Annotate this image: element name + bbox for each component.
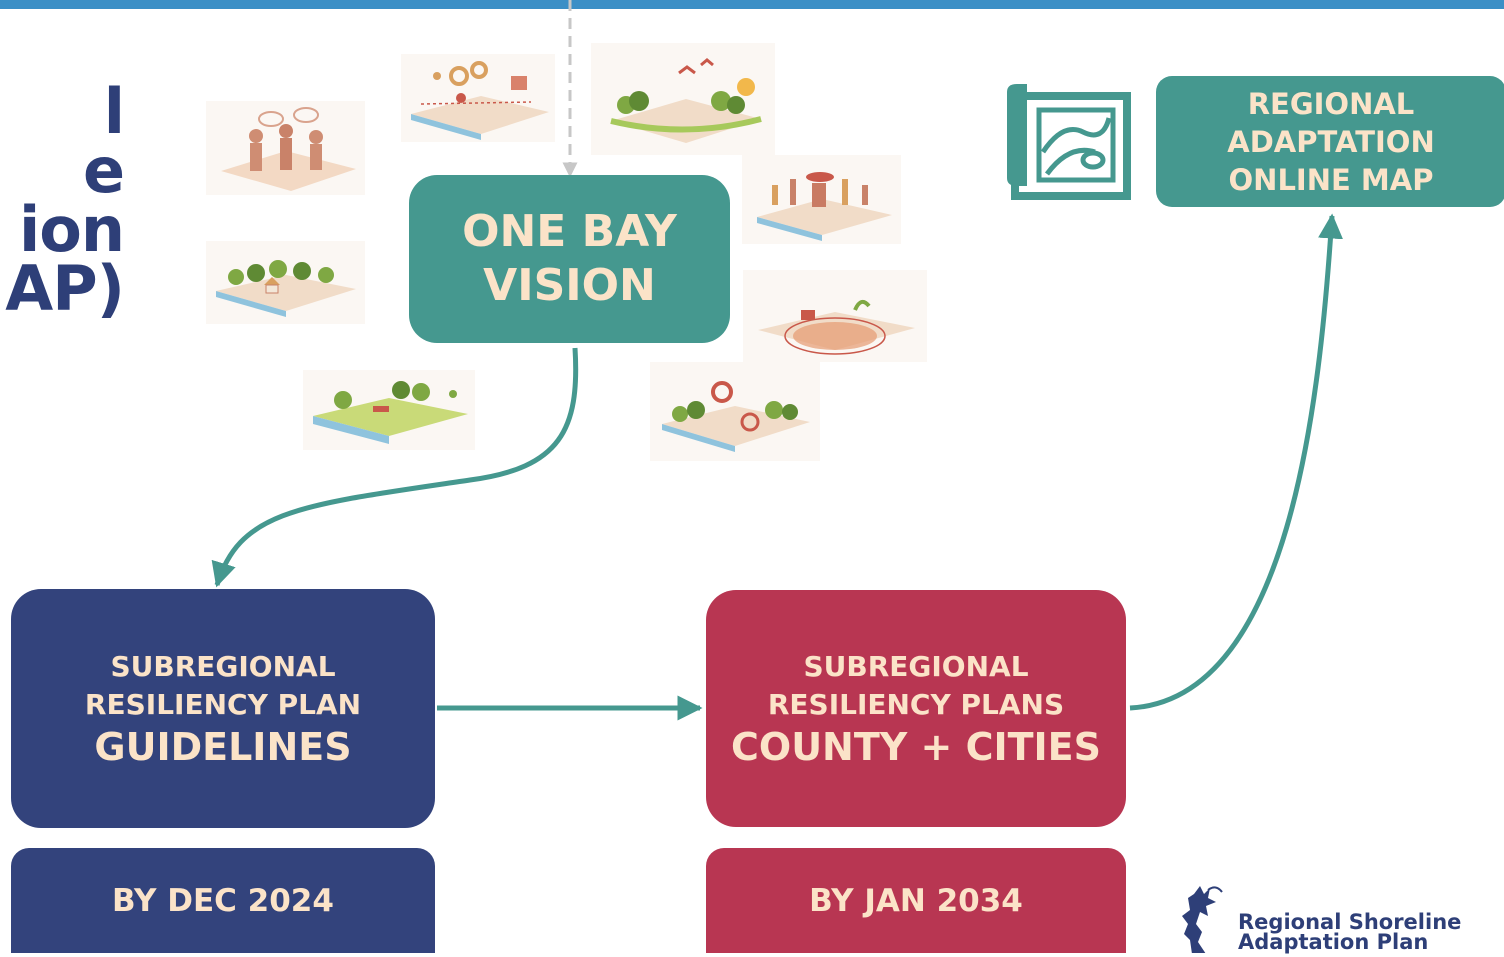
transit-mobility-illustration: [650, 362, 820, 461]
guidelines-line-1: SUBREGIONAL: [110, 649, 336, 683]
collaboration-hands-illustration: [742, 155, 901, 244]
title-line-1: l: [103, 82, 124, 148]
title-line-2: e: [82, 134, 124, 207]
plans-line-2: RESILIENCY PLANS: [767, 687, 1065, 721]
infrastructure-illustration: [401, 54, 555, 142]
one-bay-vision-box: ONE BAY VISION: [409, 175, 730, 343]
plans-line-3: COUNTY + CITIES: [731, 724, 1101, 769]
page-title-cropped: l e ion AP): [0, 82, 124, 318]
vision-line-2: VISION: [483, 260, 656, 311]
vision-line-1: ONE BAY: [462, 206, 677, 257]
guidelines-date-box: BY DEC 2024: [11, 848, 435, 953]
logo-line-2: Adaptation Plan: [1238, 930, 1429, 954]
vision-to-guidelines-arrow: [211, 347, 579, 588]
bay-logo-icon: [1178, 882, 1234, 957]
housing-trees-illustration: [206, 241, 365, 324]
map-scroll-icon: [1003, 82, 1137, 208]
rsap-logo-text: Regional Shoreline Adaptation Plan: [1238, 910, 1462, 954]
online-map-line-2: ADAPTATION: [1227, 124, 1435, 159]
regional-online-map-box: REGIONAL ADAPTATION ONLINE MAP: [1156, 76, 1504, 207]
guidelines-line-3: GUIDELINES: [94, 724, 352, 769]
nature-wildlife-illustration: [591, 43, 775, 155]
header-accent-bar: [0, 0, 1504, 9]
community-people-illustration: [206, 101, 365, 195]
engagement-megaphone-illustration: [743, 270, 927, 362]
plans-to-map-arrow: [1129, 213, 1344, 711]
parks-recreation-illustration: [303, 370, 475, 450]
county-cities-date-box: BY JAN 2034: [706, 848, 1126, 953]
title-line-4: AP): [5, 252, 124, 319]
online-map-line-3: ONLINE MAP: [1228, 162, 1434, 197]
guidelines-date: BY DEC 2024: [112, 882, 334, 919]
guidelines-box: SUBREGIONAL RESILIENCY PLAN GUIDELINES: [11, 589, 435, 828]
plans-line-1: SUBREGIONAL: [803, 649, 1029, 683]
plans-date: BY JAN 2034: [809, 882, 1023, 919]
logo-line-1: Regional Shoreline: [1238, 910, 1462, 934]
title-line-3: ion: [19, 193, 124, 266]
online-map-line-1: REGIONAL: [1247, 86, 1415, 121]
county-cities-box: SUBREGIONAL RESILIENCY PLANS COUNTY + CI…: [706, 590, 1126, 827]
guidelines-line-2: RESILIENCY PLAN: [84, 687, 362, 721]
